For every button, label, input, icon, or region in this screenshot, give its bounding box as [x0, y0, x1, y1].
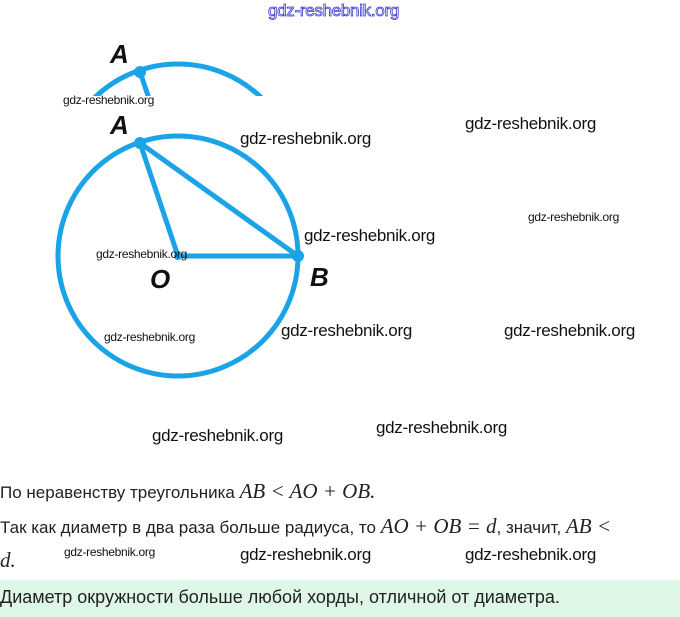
label-b: B — [310, 262, 329, 292]
watermark: gdz-reshebnik.org — [304, 226, 435, 245]
label-o: O — [150, 264, 170, 294]
partial-point-a — [134, 66, 146, 78]
watermark: gdz-reshebnik.org — [152, 426, 283, 445]
watermark: gdz-reshebnik.org — [240, 545, 371, 564]
line1-text: По неравенству треугольника — [0, 483, 240, 502]
watermark: gdz-reshebnik.org — [504, 321, 635, 340]
partial-chord — [137, 71, 151, 96]
segment-ao — [137, 142, 181, 257]
point-b — [292, 250, 304, 262]
triangle-inequality-line: По неравенству треугольника AB < AO + OB… — [0, 479, 375, 503]
watermark: gdz-reshebnik.org — [240, 129, 371, 148]
line2-text: Так как диаметр в два раза больше радиус… — [0, 518, 381, 537]
line3: d. — [0, 548, 16, 572]
partial-circle-figure — [92, 61, 264, 96]
watermark: gdz-reshebnik.org — [104, 330, 195, 344]
point-a — [134, 137, 146, 149]
conclusion-box: Диаметр окружности больше любой хорды, о… — [0, 580, 680, 617]
line2-math2: AB < — [565, 514, 612, 538]
watermark: gdz-reshebnik.org — [465, 545, 596, 564]
watermark: gdz-reshebnik.org — [96, 247, 187, 261]
watermark-top: gdz-reshebnik.org — [268, 1, 400, 20]
watermark: gdz-reshebnik.org — [528, 210, 619, 224]
watermark: gdz-reshebnik.org — [63, 93, 154, 107]
line3-math: d. — [0, 548, 16, 572]
line1-math: AB < AO + OB. — [239, 479, 376, 503]
label-a: A — [109, 110, 129, 140]
line2-text2: , значит, — [496, 518, 566, 537]
diameter-line: Так как диаметр в два раза больше радиус… — [0, 514, 611, 538]
partial-circle — [92, 61, 264, 96]
watermark: gdz-reshebnik.org — [465, 114, 596, 133]
chord-ab — [138, 140, 300, 259]
label-a-top: A — [109, 39, 129, 69]
watermark: gdz-reshebnik.org — [376, 418, 507, 437]
geometry-figure: A A O B — [55, 39, 329, 379]
watermark: gdz-reshebnik.org — [281, 321, 412, 340]
point-o — [174, 252, 182, 260]
conclusion-text: Диаметр окружности больше любой хорды, о… — [0, 587, 560, 607]
line2-math1: AO + OB = d — [380, 514, 497, 538]
watermark: gdz-reshebnik.org — [64, 545, 155, 559]
